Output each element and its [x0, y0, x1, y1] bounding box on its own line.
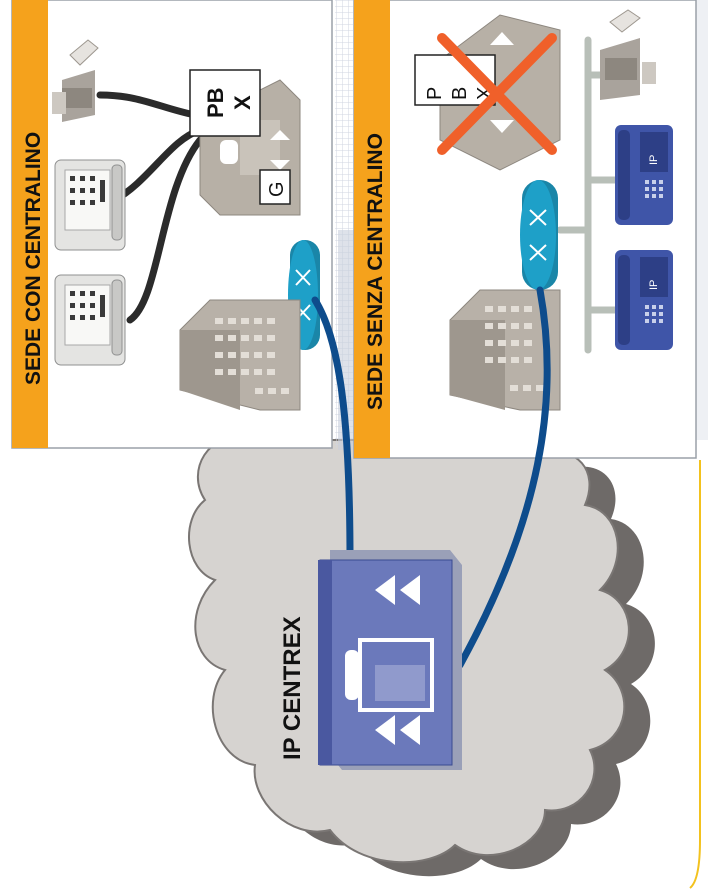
desk-phone-icon	[55, 160, 125, 250]
ip-centrex-server-icon	[318, 550, 462, 770]
desk-phone-icon	[55, 275, 125, 365]
svg-text:IP: IP	[648, 155, 660, 165]
svg-text:G: G	[266, 181, 288, 197]
panel-site-without-pbx: SEDE SENZA CENTRALINO IP	[354, 0, 696, 458]
panel-site-with-pbx: SEDE CON CENTRALINO	[12, 0, 332, 448]
svg-text:PB: PB	[203, 87, 228, 118]
router-icon	[520, 180, 558, 290]
pbx-label-box: PB X	[190, 70, 260, 136]
ip-phone-icon: IP	[615, 125, 673, 225]
office-building-icon	[180, 300, 300, 410]
title-site-without-pbx: SEDE SENZA CENTRALINO	[364, 133, 387, 410]
ip-phone-icon: IP	[615, 250, 673, 350]
title-site-with-pbx: SEDE CON CENTRALINO	[22, 132, 45, 385]
cloud-title: IP CENTREX	[279, 616, 306, 760]
svg-text:X: X	[230, 95, 255, 110]
svg-text:IP: IP	[648, 280, 660, 290]
svg-text:B: B	[449, 87, 471, 100]
gateway-label-box: G	[260, 170, 290, 204]
svg-text:P: P	[424, 87, 446, 100]
